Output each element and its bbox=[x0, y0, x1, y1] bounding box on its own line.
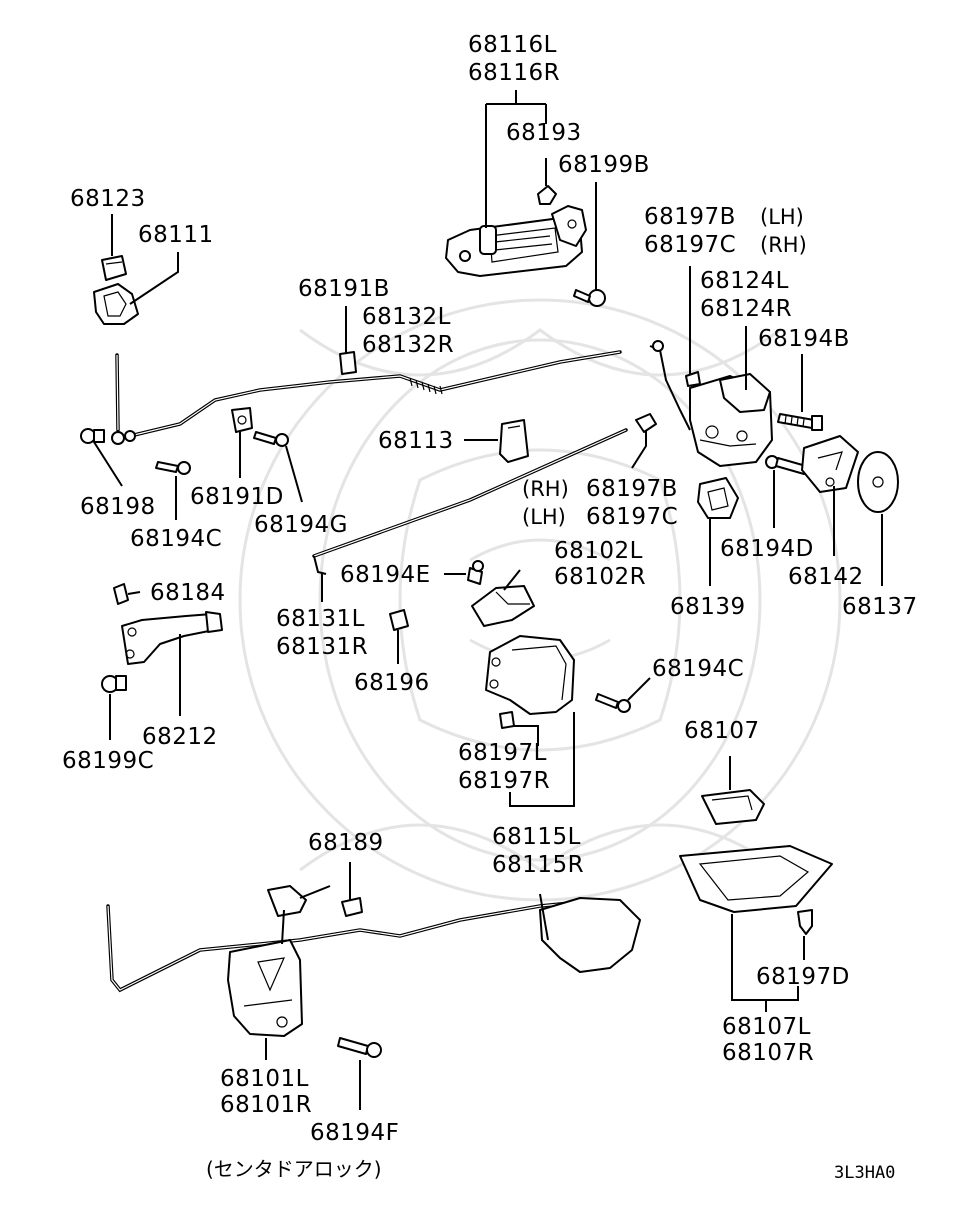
cap-68123 bbox=[101, 255, 127, 281]
label-68197B: 68197B bbox=[644, 204, 736, 230]
door-check-68212 bbox=[121, 611, 223, 665]
label-68198: 68198 bbox=[80, 494, 156, 520]
striker-68142 bbox=[801, 435, 859, 493]
label-68116L: 68116L bbox=[468, 32, 557, 58]
clip-68193 bbox=[537, 185, 557, 205]
bolt-68194B bbox=[777, 413, 823, 431]
label-68111: 68111 bbox=[138, 222, 214, 248]
outside-door-handle bbox=[445, 205, 587, 277]
bolt-68199C bbox=[101, 675, 127, 693]
label-68197D: 68197D bbox=[756, 964, 850, 990]
label-68189: 68189 bbox=[308, 830, 384, 856]
nut-68198 bbox=[80, 428, 105, 444]
label-68199B: 68199B bbox=[558, 152, 650, 178]
label-68132L: 68132L bbox=[362, 304, 451, 330]
label-68184: 68184 bbox=[150, 580, 226, 606]
label-68199C: 68199C bbox=[62, 748, 154, 774]
label-68194B: 68194B bbox=[758, 326, 850, 352]
label-68137: 68137 bbox=[842, 594, 918, 620]
clip-68189 bbox=[341, 897, 363, 917]
label-68107L: 68107L bbox=[722, 1014, 811, 1040]
label-68194F: 68194F bbox=[310, 1120, 399, 1146]
screw-68194C-lower bbox=[595, 693, 631, 713]
label-68197C-lower: 68197C bbox=[586, 504, 678, 530]
clip-68191D bbox=[231, 407, 253, 433]
label-68123: 68123 bbox=[70, 186, 146, 212]
shim-68137 bbox=[857, 451, 899, 513]
cover-68139 bbox=[697, 477, 739, 519]
label-68101L: 68101L bbox=[220, 1066, 309, 1092]
label-68131L: 68131L bbox=[276, 606, 365, 632]
label-68102L: 68102L bbox=[554, 538, 643, 564]
pin-68184 bbox=[113, 583, 129, 605]
clip-68197D bbox=[797, 909, 813, 935]
label-lh: (LH) bbox=[760, 205, 804, 229]
label-68197R: 68197R bbox=[458, 768, 550, 794]
label-68142: 68142 bbox=[788, 564, 864, 590]
inside-handle-bezel-68107LR bbox=[679, 845, 833, 913]
label-68194C-lower: 68194C bbox=[652, 656, 744, 682]
label-68191B: 68191B bbox=[298, 276, 390, 302]
lock-knob-rod bbox=[111, 353, 136, 445]
door-lock-assembly-68124 bbox=[649, 340, 773, 467]
watermark-emblem bbox=[238, 298, 842, 902]
label-68107: 68107 bbox=[684, 718, 760, 744]
figure-code: 3L3HA0 bbox=[834, 1163, 895, 1183]
clip-68191B bbox=[339, 351, 357, 375]
label-68115L: 68115L bbox=[492, 824, 581, 850]
label-rh-lower: (RH) bbox=[522, 477, 569, 501]
label-68131R: 68131R bbox=[276, 634, 368, 660]
label-68124L: 68124L bbox=[700, 268, 789, 294]
label-68197B-lower: 68197B bbox=[586, 476, 678, 502]
label-68107R: 68107R bbox=[722, 1040, 814, 1066]
label-68194D: 68194D bbox=[720, 536, 814, 562]
label-68196: 68196 bbox=[354, 670, 430, 696]
rod-lower bbox=[106, 898, 602, 993]
screw-68194G bbox=[253, 431, 289, 447]
bracket-68102 bbox=[471, 585, 535, 627]
bolt-68194D bbox=[765, 455, 807, 475]
rod-68132 bbox=[128, 350, 622, 438]
label-68101R: 68101R bbox=[220, 1092, 312, 1118]
block-68113 bbox=[499, 419, 529, 463]
door-panel-cutout bbox=[539, 893, 641, 973]
center-door-lock-caption: (センタドアロック) bbox=[206, 1157, 382, 1181]
screw-68194E bbox=[467, 560, 484, 585]
label-68124R: 68124R bbox=[700, 296, 792, 322]
label-68194C-upper: 68194C bbox=[130, 526, 222, 552]
actuator-68101 bbox=[227, 885, 331, 1037]
label-rh: (RH) bbox=[760, 233, 807, 257]
label-68197L: 68197L bbox=[458, 740, 547, 766]
label-68191D: 68191D bbox=[190, 484, 284, 510]
clip-68196 bbox=[389, 609, 409, 631]
label-68113: 68113 bbox=[378, 428, 454, 454]
screw-68194C-upper bbox=[155, 461, 191, 475]
label-68194E: 68194E bbox=[340, 562, 431, 588]
leader-lines bbox=[93, 90, 883, 1110]
rod-68131 bbox=[312, 428, 628, 575]
label-lh-lower: (LH) bbox=[522, 505, 566, 529]
label-68139: 68139 bbox=[670, 594, 746, 620]
label-68193: 68193 bbox=[506, 120, 582, 146]
label-68197C: 68197C bbox=[644, 232, 736, 258]
bolt-68199B bbox=[573, 289, 606, 307]
inside-handle-68107 bbox=[701, 789, 765, 825]
label-68194G: 68194G bbox=[254, 512, 348, 538]
label-68102R: 68102R bbox=[554, 564, 646, 590]
label-68212: 68212 bbox=[142, 724, 218, 750]
label-68132R: 68132R bbox=[362, 332, 454, 358]
bracket-68111 bbox=[93, 283, 139, 325]
label-68116R: 68116R bbox=[468, 60, 560, 86]
screw-68194F bbox=[337, 1037, 382, 1058]
label-68115R: 68115R bbox=[492, 852, 584, 878]
actuator-68115 bbox=[485, 635, 575, 729]
clip-68197B-lower bbox=[635, 413, 657, 433]
part-labels: 68116L 68116R 68193 68199B 68123 68111 6… bbox=[62, 32, 918, 1146]
